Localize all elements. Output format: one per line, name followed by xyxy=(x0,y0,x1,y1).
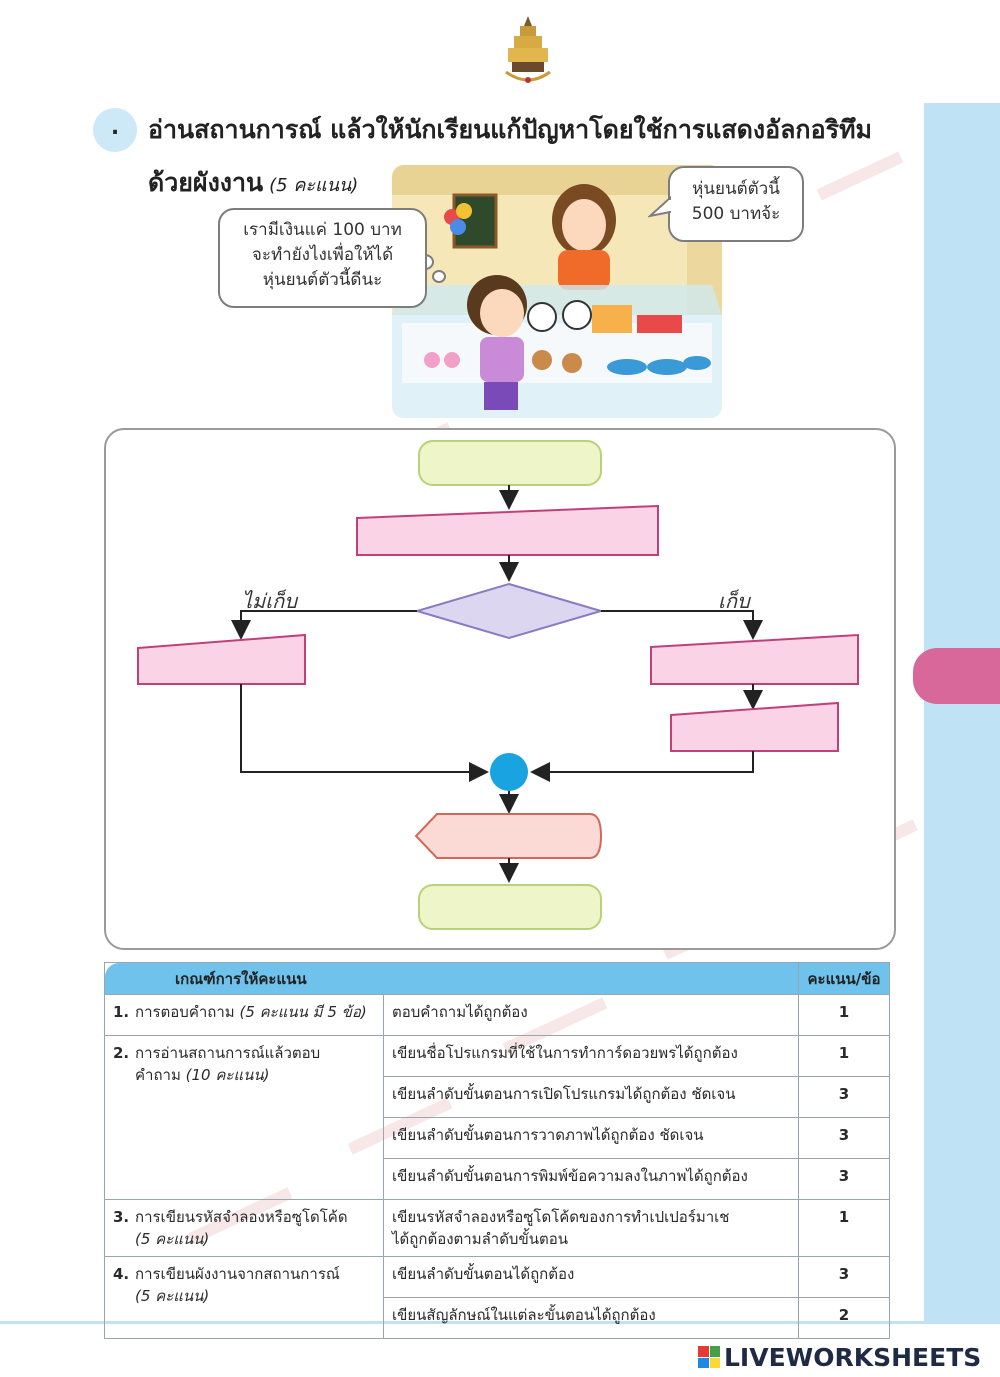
criteria-detail: ตอบคำถามได้ถูกต้อง xyxy=(383,994,799,1036)
table-header-criteria: เกณฑ์การให้คะแนน xyxy=(104,962,799,995)
criteria-score: 3 xyxy=(798,1256,890,1298)
criteria-topic-cell: 4. การเขียนผังงานจากสถานการณ์ (5 คะแนน) xyxy=(104,1256,384,1339)
table-row: 3. การเขียนรหัสจำลองหรือซูโดโค้ด (5 คะแนน… xyxy=(104,1199,890,1257)
criteria-detail-line2: ได้ถูกต้องตามลำดับขั้นตอน xyxy=(392,1230,568,1248)
criteria-detail: เขียนลำดับขั้นตอนการวาดภาพได้ถูกต้อง ชัด… xyxy=(383,1117,799,1159)
table-row: เขียนลำดับขั้นตอนการพิมพ์ข้อความลงในภาพไ… xyxy=(105,1158,890,1200)
question-text-line1: อ่านสถานการณ์ แล้วให้นักเรียนแก้ปัญหาโดย… xyxy=(148,115,872,144)
shopkeeper-speech-bubble: หุ่นยนต์ตัวนี้ 500 บาทจ้ะ xyxy=(668,166,804,242)
criteria-topic-note: (10 คะแนน) xyxy=(185,1066,270,1084)
boy-speech-bubble: เรามีเงินแค่ 100 บาท จะทำยังไงเพื่อให้ได… xyxy=(218,208,427,308)
branch-label-no: ไม่เก็บ xyxy=(242,589,297,613)
liveworksheets-logo[interactable]: LIVEWORKSHEETS xyxy=(698,1342,981,1372)
flowchart xyxy=(137,440,859,930)
table-row: เขียนสัญลักษณ์ในแต่ละขั้นตอนได้ถูกต้อง 2 xyxy=(105,1297,890,1339)
criteria-topic-cell: 2. การอ่านสถานการณ์แล้วตอบ คำถาม (10 คะแน… xyxy=(104,1035,384,1200)
toy-shop-illustration xyxy=(392,165,722,418)
flow-start-terminal[interactable] xyxy=(418,440,602,486)
criteria-score: 1 xyxy=(798,994,890,1036)
flow-decision-diamond[interactable] xyxy=(413,582,605,640)
criteria-number: 1. xyxy=(113,1003,130,1021)
table-row: เขียนลำดับขั้นตอนการเปิดโปรแกรมได้ถูกต้อ… xyxy=(105,1076,890,1118)
table-header-score: คะแนน/ข้อ xyxy=(798,962,890,995)
criteria-topic: การเขียนผังงานจากสถานการณ์ xyxy=(135,1265,340,1283)
criteria-detail: เขียนสัญลักษณ์ในแต่ละขั้นตอนได้ถูกต้อง xyxy=(383,1297,799,1339)
criteria-topic-note: (5 คะแนน) xyxy=(135,1230,210,1248)
side-stripe xyxy=(924,103,1000,1321)
criteria-topic-cell: 3. การเขียนรหัสจำลองหรือซูโดโค้ด (5 คะแนน… xyxy=(104,1199,384,1257)
question-number: . xyxy=(110,115,120,140)
liveworksheets-logo-text: LIVEWORKSHEETS xyxy=(724,1342,982,1372)
school-emblem-icon xyxy=(505,16,551,83)
criteria-score: 3 xyxy=(798,1117,890,1159)
flow-left-process-box[interactable] xyxy=(137,633,306,685)
table-header-row: เกณฑ์การให้คะแนน คะแนน/ข้อ xyxy=(104,962,890,995)
flow-right-process-box-2[interactable] xyxy=(670,701,839,752)
criteria-topic: การเขียนรหัสจำลองหรือซูโดโค้ด xyxy=(135,1208,348,1226)
criteria-topic-line2: คำถาม (10 คะแนน) xyxy=(113,1064,375,1086)
criteria-number: 4. xyxy=(113,1265,130,1283)
bubble-left-line3: หุ่นยนต์ตัวนี้ดีนะ xyxy=(262,270,383,290)
liveworksheets-logo-icon xyxy=(698,1346,720,1368)
question-score: (5 คะแนน) xyxy=(269,175,359,196)
flow-input-box[interactable] xyxy=(356,504,659,556)
question-text-line2-main: ด้วยผังงาน xyxy=(148,168,264,197)
criteria-detail: เขียนลำดับขั้นตอนการเปิดโปรแกรมได้ถูกต้อ… xyxy=(383,1076,799,1118)
criteria-detail: เขียนรหัสจำลองหรือซูโดโค้ดของการทำเปเปอร… xyxy=(392,1208,730,1226)
branch-label-yes: เก็บ xyxy=(718,589,750,613)
criteria-score: 1 xyxy=(798,1199,890,1257)
scoring-criteria-table: เกณฑ์การให้คะแนน คะแนน/ข้อ 1. การตอบคำถาม… xyxy=(104,962,890,1339)
criteria-detail: เขียนชื่อโปรแกรมที่ใช้ในการทำการ์ดอวยพรไ… xyxy=(383,1035,799,1077)
criteria-topic-cell: 1. การตอบคำถาม (5 คะแนน มี 5 ข้อ) xyxy=(104,994,384,1036)
criteria-topic: การอ่านสถานการณ์แล้วตอบ xyxy=(135,1044,321,1062)
bubble-left-line1: เรามีเงินแค่ 100 บาท xyxy=(243,220,402,240)
flow-end-terminal[interactable] xyxy=(418,884,602,930)
criteria-score: 3 xyxy=(798,1076,890,1118)
table-row: เขียนลำดับขั้นตอนการวาดภาพได้ถูกต้อง ชัด… xyxy=(105,1117,890,1159)
question-number-badge: . xyxy=(93,108,137,152)
criteria-detail: เขียนลำดับขั้นตอนการพิมพ์ข้อความลงในภาพไ… xyxy=(383,1158,799,1200)
criteria-score: 2 xyxy=(798,1297,890,1339)
thought-dot xyxy=(432,270,446,283)
table-row: 1. การตอบคำถาม (5 คะแนน มี 5 ข้อ) ตอบคำถา… xyxy=(104,994,890,1036)
table-row: 4. การเขียนผังงานจากสถานการณ์ (5 คะแนน) เ… xyxy=(104,1256,890,1339)
bubble-right-line1: หุ่นยนต์ตัวนี้ xyxy=(692,179,780,199)
criteria-detail: เขียนลำดับขั้นตอนได้ถูกต้อง xyxy=(383,1256,799,1298)
side-tab xyxy=(913,648,1000,704)
bubble-tail xyxy=(648,196,672,218)
criteria-number: 2. xyxy=(113,1044,130,1062)
flow-right-process-box-1[interactable] xyxy=(650,633,859,685)
criteria-topic-note: (5 คะแนน มี 5 ข้อ) xyxy=(239,1003,367,1021)
criteria-score: 3 xyxy=(798,1158,890,1200)
question-text-line2: ด้วยผังงาน(5 คะแนน) xyxy=(148,163,358,203)
bubble-left-line2: จะทำยังไงเพื่อให้ได้ xyxy=(251,245,394,265)
criteria-score: 1 xyxy=(798,1035,890,1077)
table-row: 2. การอ่านสถานการณ์แล้วตอบ คำถาม (10 คะแน… xyxy=(104,1035,890,1200)
criteria-topic-cont: คำถาม xyxy=(135,1066,181,1084)
criteria-topic: การตอบคำถาม xyxy=(135,1003,235,1021)
flow-display-box[interactable] xyxy=(414,813,603,859)
criteria-number: 3. xyxy=(113,1208,130,1226)
criteria-detail-cell: เขียนรหัสจำลองหรือซูโดโค้ดของการทำเปเปอร… xyxy=(383,1199,799,1257)
criteria-topic-note: (5 คะแนน) xyxy=(135,1287,210,1305)
flow-connector-circle xyxy=(490,753,528,791)
bubble-right-line2: 500 บาทจ้ะ xyxy=(691,204,781,224)
